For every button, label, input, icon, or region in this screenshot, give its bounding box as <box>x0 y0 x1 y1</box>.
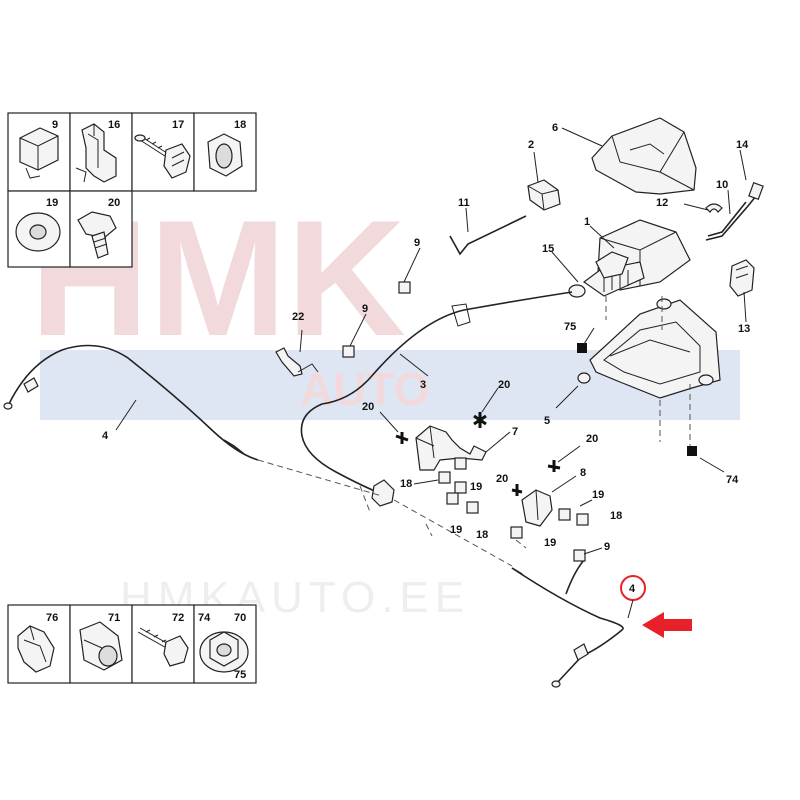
legend-num: 71 <box>108 612 120 624</box>
fastener-square <box>466 501 479 514</box>
fastener-square <box>454 481 467 494</box>
link-rod <box>449 215 527 256</box>
legend-num: 17 <box>172 119 184 131</box>
callout-18b: 18 <box>610 510 622 522</box>
callout-4a: 4 <box>102 430 109 442</box>
fastener-square <box>438 471 451 484</box>
stud-icon <box>137 627 189 667</box>
callout-3: 3 <box>420 379 426 391</box>
secondary-cable-left <box>3 344 259 461</box>
legend-num: 75 <box>234 669 246 681</box>
callout-19b: 19 <box>592 489 604 501</box>
highlight-callout[interactable]: 4 <box>620 575 692 638</box>
callout-20d: 20 <box>496 473 508 485</box>
mounting-bracket <box>577 296 721 446</box>
callout-12: 12 <box>656 197 668 209</box>
fastener-cross <box>473 412 487 428</box>
actuator-motor <box>568 219 691 298</box>
fastener-square <box>576 513 589 526</box>
callout-20a: 20 <box>498 379 510 391</box>
callout-6: 6 <box>552 122 558 134</box>
secondary-cable-right <box>511 559 624 688</box>
fastener-square <box>510 526 523 539</box>
callout-11: 11 <box>458 197 470 209</box>
highlight-arrow-icon <box>642 612 692 638</box>
clip-block-icon <box>19 127 59 179</box>
callout-10: 10 <box>716 179 728 191</box>
cable-equalizer <box>371 479 395 507</box>
cable-bracket-7 <box>415 425 487 471</box>
screw-clip-icon <box>134 134 191 179</box>
cable-bracket-8 <box>521 489 553 527</box>
fastener-cross <box>547 460 561 472</box>
bolt-icon <box>77 211 117 259</box>
primary-cable <box>300 291 573 495</box>
actuator-cover <box>591 117 697 195</box>
fastener-black-square <box>577 343 587 353</box>
watermark-band-text: AUTO <box>300 363 430 415</box>
callout-13: 13 <box>738 323 750 335</box>
sensor-block <box>729 259 755 297</box>
nut-cage-icon <box>79 621 123 671</box>
callout-14: 14 <box>736 139 749 151</box>
callout-19c: 19 <box>450 524 462 536</box>
callout-2: 2 <box>528 139 534 151</box>
callout-labels: 6 2 14 10 12 11 1 9 15 22 9 13 75 3 20 2… <box>102 122 750 553</box>
legend-grid-top: 9 16 17 18 19 20 <box>7 112 257 268</box>
callout-5: 5 <box>544 415 550 427</box>
legend-grid-bottom: 76 71 72 74 70 75 <box>7 604 257 684</box>
fastener-square <box>573 549 586 562</box>
legend-num: 18 <box>234 119 246 131</box>
callout-8: 8 <box>580 467 586 479</box>
legend-num: 20 <box>108 197 120 209</box>
fastener-square <box>446 492 459 505</box>
cable-clip-icon <box>75 123 117 183</box>
callout-9b: 9 <box>362 303 368 315</box>
guide-lines <box>257 459 527 567</box>
fastener-square <box>342 345 355 358</box>
legend-num: 16 <box>108 119 120 131</box>
flange-nut-icon <box>199 631 249 673</box>
callout-19a: 19 <box>470 481 482 493</box>
legend-num: 70 <box>234 612 246 624</box>
callout-7: 7 <box>512 426 518 438</box>
fastener-cross <box>395 432 409 444</box>
callout-19d: 19 <box>544 537 556 549</box>
fastener-square <box>454 457 467 470</box>
fastener-square <box>558 508 571 521</box>
legend-num: 72 <box>172 612 184 624</box>
legend-num: 76 <box>46 612 58 624</box>
callout-75: 75 <box>564 321 576 333</box>
callout-20c: 20 <box>586 433 598 445</box>
legend-num: 74 <box>198 612 211 624</box>
callout-22: 22 <box>292 311 304 323</box>
fastener-square <box>398 281 411 294</box>
fastener-cross <box>511 484 523 496</box>
callout-9c: 9 <box>604 541 610 553</box>
callout-20b: 20 <box>362 401 374 413</box>
grommet-icon <box>207 133 243 177</box>
callout-4b: 4 <box>629 583 636 595</box>
spring-clip-icon <box>17 625 55 673</box>
connector <box>527 179 561 211</box>
hose <box>705 181 764 241</box>
legend-num: 9 <box>52 119 58 131</box>
callout-18c: 18 <box>476 529 488 541</box>
callout-18a: 18 <box>400 478 412 490</box>
cable-bracket-22 <box>275 347 319 377</box>
callout-9a: 9 <box>414 237 420 249</box>
fasteners <box>342 281 697 562</box>
hose-clip <box>705 203 723 213</box>
leader-lines <box>115 127 747 555</box>
washer-icon <box>15 212 61 252</box>
callout-1: 1 <box>584 216 590 228</box>
legend-num: 19 <box>46 197 58 209</box>
fastener-black-square <box>687 446 697 456</box>
callout-74: 74 <box>726 474 739 486</box>
callout-15: 15 <box>542 243 554 255</box>
